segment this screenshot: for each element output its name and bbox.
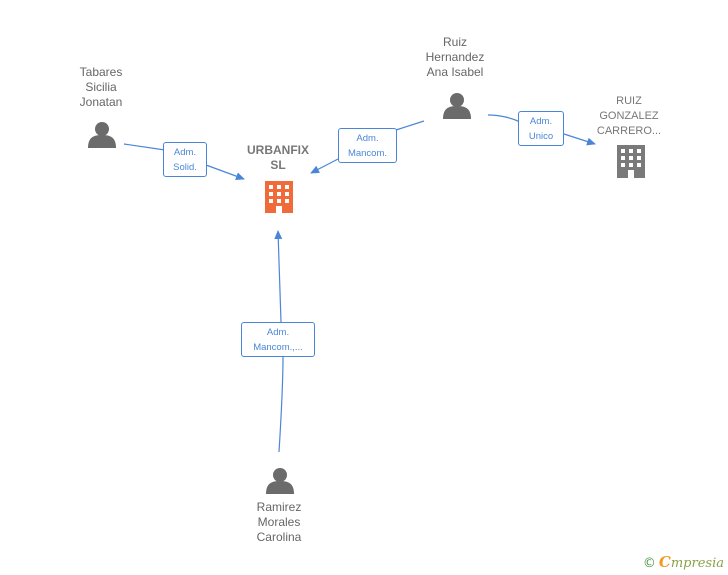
person-name-line: Ruiz bbox=[442, 35, 467, 49]
edge-label-line: Unico bbox=[528, 131, 554, 142]
company-name-line: GONZALEZ bbox=[599, 110, 659, 122]
brand-footer[interactable]: ©Cmpresia bbox=[643, 553, 724, 571]
person-name-line: Sicilia bbox=[85, 80, 117, 94]
edge-label-tabares[interactable]: Adm. Solid. bbox=[163, 142, 207, 177]
copyright-icon: © bbox=[642, 556, 656, 571]
company-ruiz-label[interactable]: RUIZ GONZALEZ CARRERO... bbox=[588, 94, 670, 139]
person-name-line: Hernandez bbox=[425, 50, 485, 64]
edge-label-ramirez[interactable]: Adm. Mancom.,... bbox=[241, 322, 315, 357]
edge-label-line: Mancom.,... bbox=[253, 342, 303, 353]
edge-label-line: Adm. bbox=[173, 147, 197, 158]
building-icon bbox=[265, 181, 293, 213]
edge-label-line: Adm. bbox=[356, 133, 379, 144]
person-name-line: Ana Isabel bbox=[426, 65, 484, 79]
edge-ruiz-to-main bbox=[395, 120, 425, 131]
edge-tabares-to-main-arrow bbox=[205, 164, 245, 180]
edge-ramirez-to-main bbox=[278, 355, 284, 453]
person-name-line: Ramirez bbox=[256, 500, 302, 514]
edge-label-line: Adm. bbox=[266, 327, 290, 338]
company-name-line: CARRERO... bbox=[596, 125, 662, 137]
edge-ruiz-to-company-arrow bbox=[563, 133, 596, 146]
edge-label-line: Mancom. bbox=[347, 148, 388, 159]
edge-ramirez-to-main-arrow bbox=[274, 230, 283, 323]
company-name-line: RUIZ bbox=[616, 95, 642, 107]
person-name-line: Morales bbox=[257, 515, 301, 529]
company-name-line: SL bbox=[270, 158, 286, 172]
brand-initial: C bbox=[658, 553, 671, 571]
person-tabares-label[interactable]: Tabares Sicilia Jonatan bbox=[58, 65, 144, 110]
person-name-line: Carolina bbox=[256, 530, 302, 544]
edge-ruiz-to-main-arrow bbox=[310, 157, 341, 174]
edge-ruiz-to-company bbox=[487, 114, 521, 123]
main-company-label[interactable]: URBANFIX SL bbox=[236, 143, 320, 173]
person-icon bbox=[88, 122, 116, 148]
edge-label-ruiz-main[interactable]: Adm. Mancom. bbox=[338, 128, 397, 163]
person-ruiz-label[interactable]: Ruiz Hernandez Ana Isabel bbox=[410, 35, 500, 80]
edge-label-line: Solid. bbox=[173, 162, 197, 173]
building-icon bbox=[617, 145, 645, 178]
edge-tabares-to-main bbox=[123, 143, 166, 151]
edge-label-line: Adm. bbox=[529, 116, 553, 127]
person-ramirez-label[interactable]: Ramirez Morales Carolina bbox=[236, 500, 322, 545]
person-name-line: Jonatan bbox=[79, 95, 123, 109]
brand-name: mpresia bbox=[670, 556, 724, 571]
person-name-line: Tabares bbox=[79, 65, 123, 79]
person-icon bbox=[443, 93, 471, 119]
edge-label-ruiz-company[interactable]: Adm. Unico bbox=[518, 111, 564, 146]
company-name-line: URBANFIX bbox=[247, 143, 309, 157]
person-icon bbox=[266, 468, 294, 494]
